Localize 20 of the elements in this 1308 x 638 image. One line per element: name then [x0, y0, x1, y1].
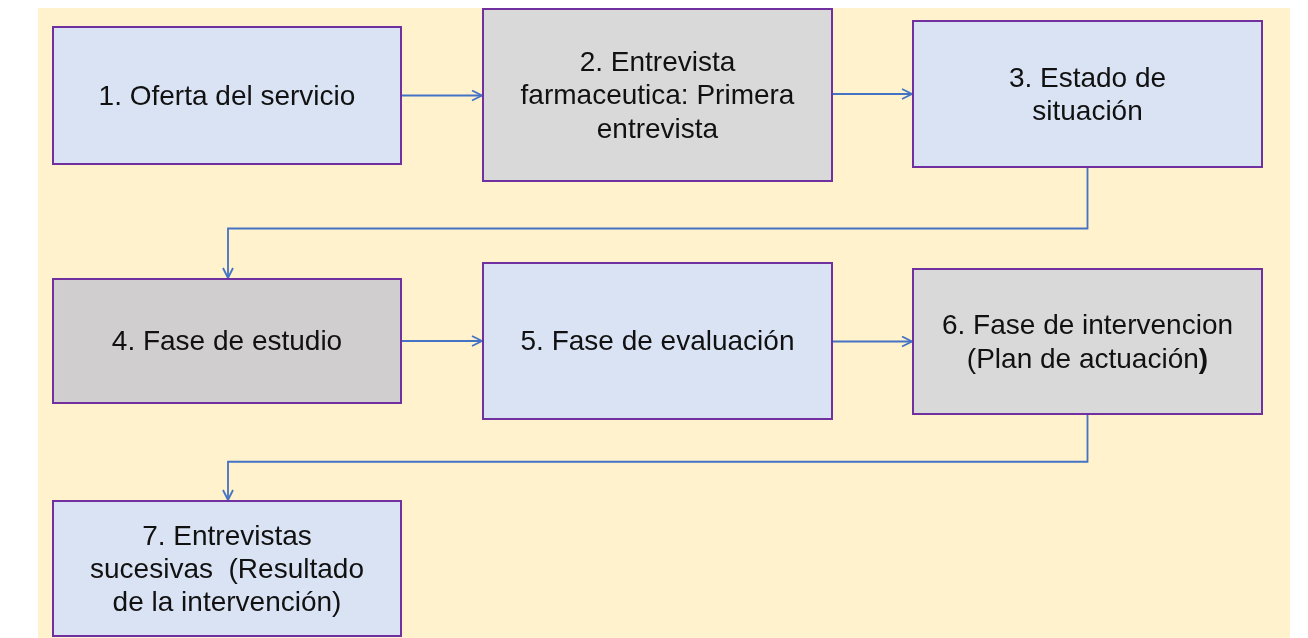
process-box	[52, 500, 402, 637]
process-box	[912, 268, 1263, 415]
arrow	[832, 88, 913, 100]
box-label: 4. Fase de estudio	[111, 324, 343, 358]
process-box	[52, 278, 402, 404]
arrow	[222, 414, 1089, 501]
arrow	[832, 335, 913, 348]
box-label: 6. Fase de intervencion (Plan de actuación)	[940, 308, 1235, 375]
box-label: 7. Entrevistas sucesivas (Resultado de la intervención)	[89, 518, 365, 619]
arrow	[222, 167, 1089, 279]
process-box	[482, 8, 833, 182]
box-label: 5. Fase de evaluación	[520, 324, 795, 358]
process-box	[52, 26, 402, 165]
box-label: 2. Entrevista farmaceutica: Primera entrevista	[519, 45, 796, 145]
box-label: 1. Oferta del servicio	[98, 79, 356, 112]
arrow	[401, 89, 483, 102]
box-label: 3. Estado de situación	[1007, 60, 1168, 128]
process-box	[482, 262, 833, 420]
arrow	[401, 335, 483, 347]
process-box	[912, 20, 1263, 168]
